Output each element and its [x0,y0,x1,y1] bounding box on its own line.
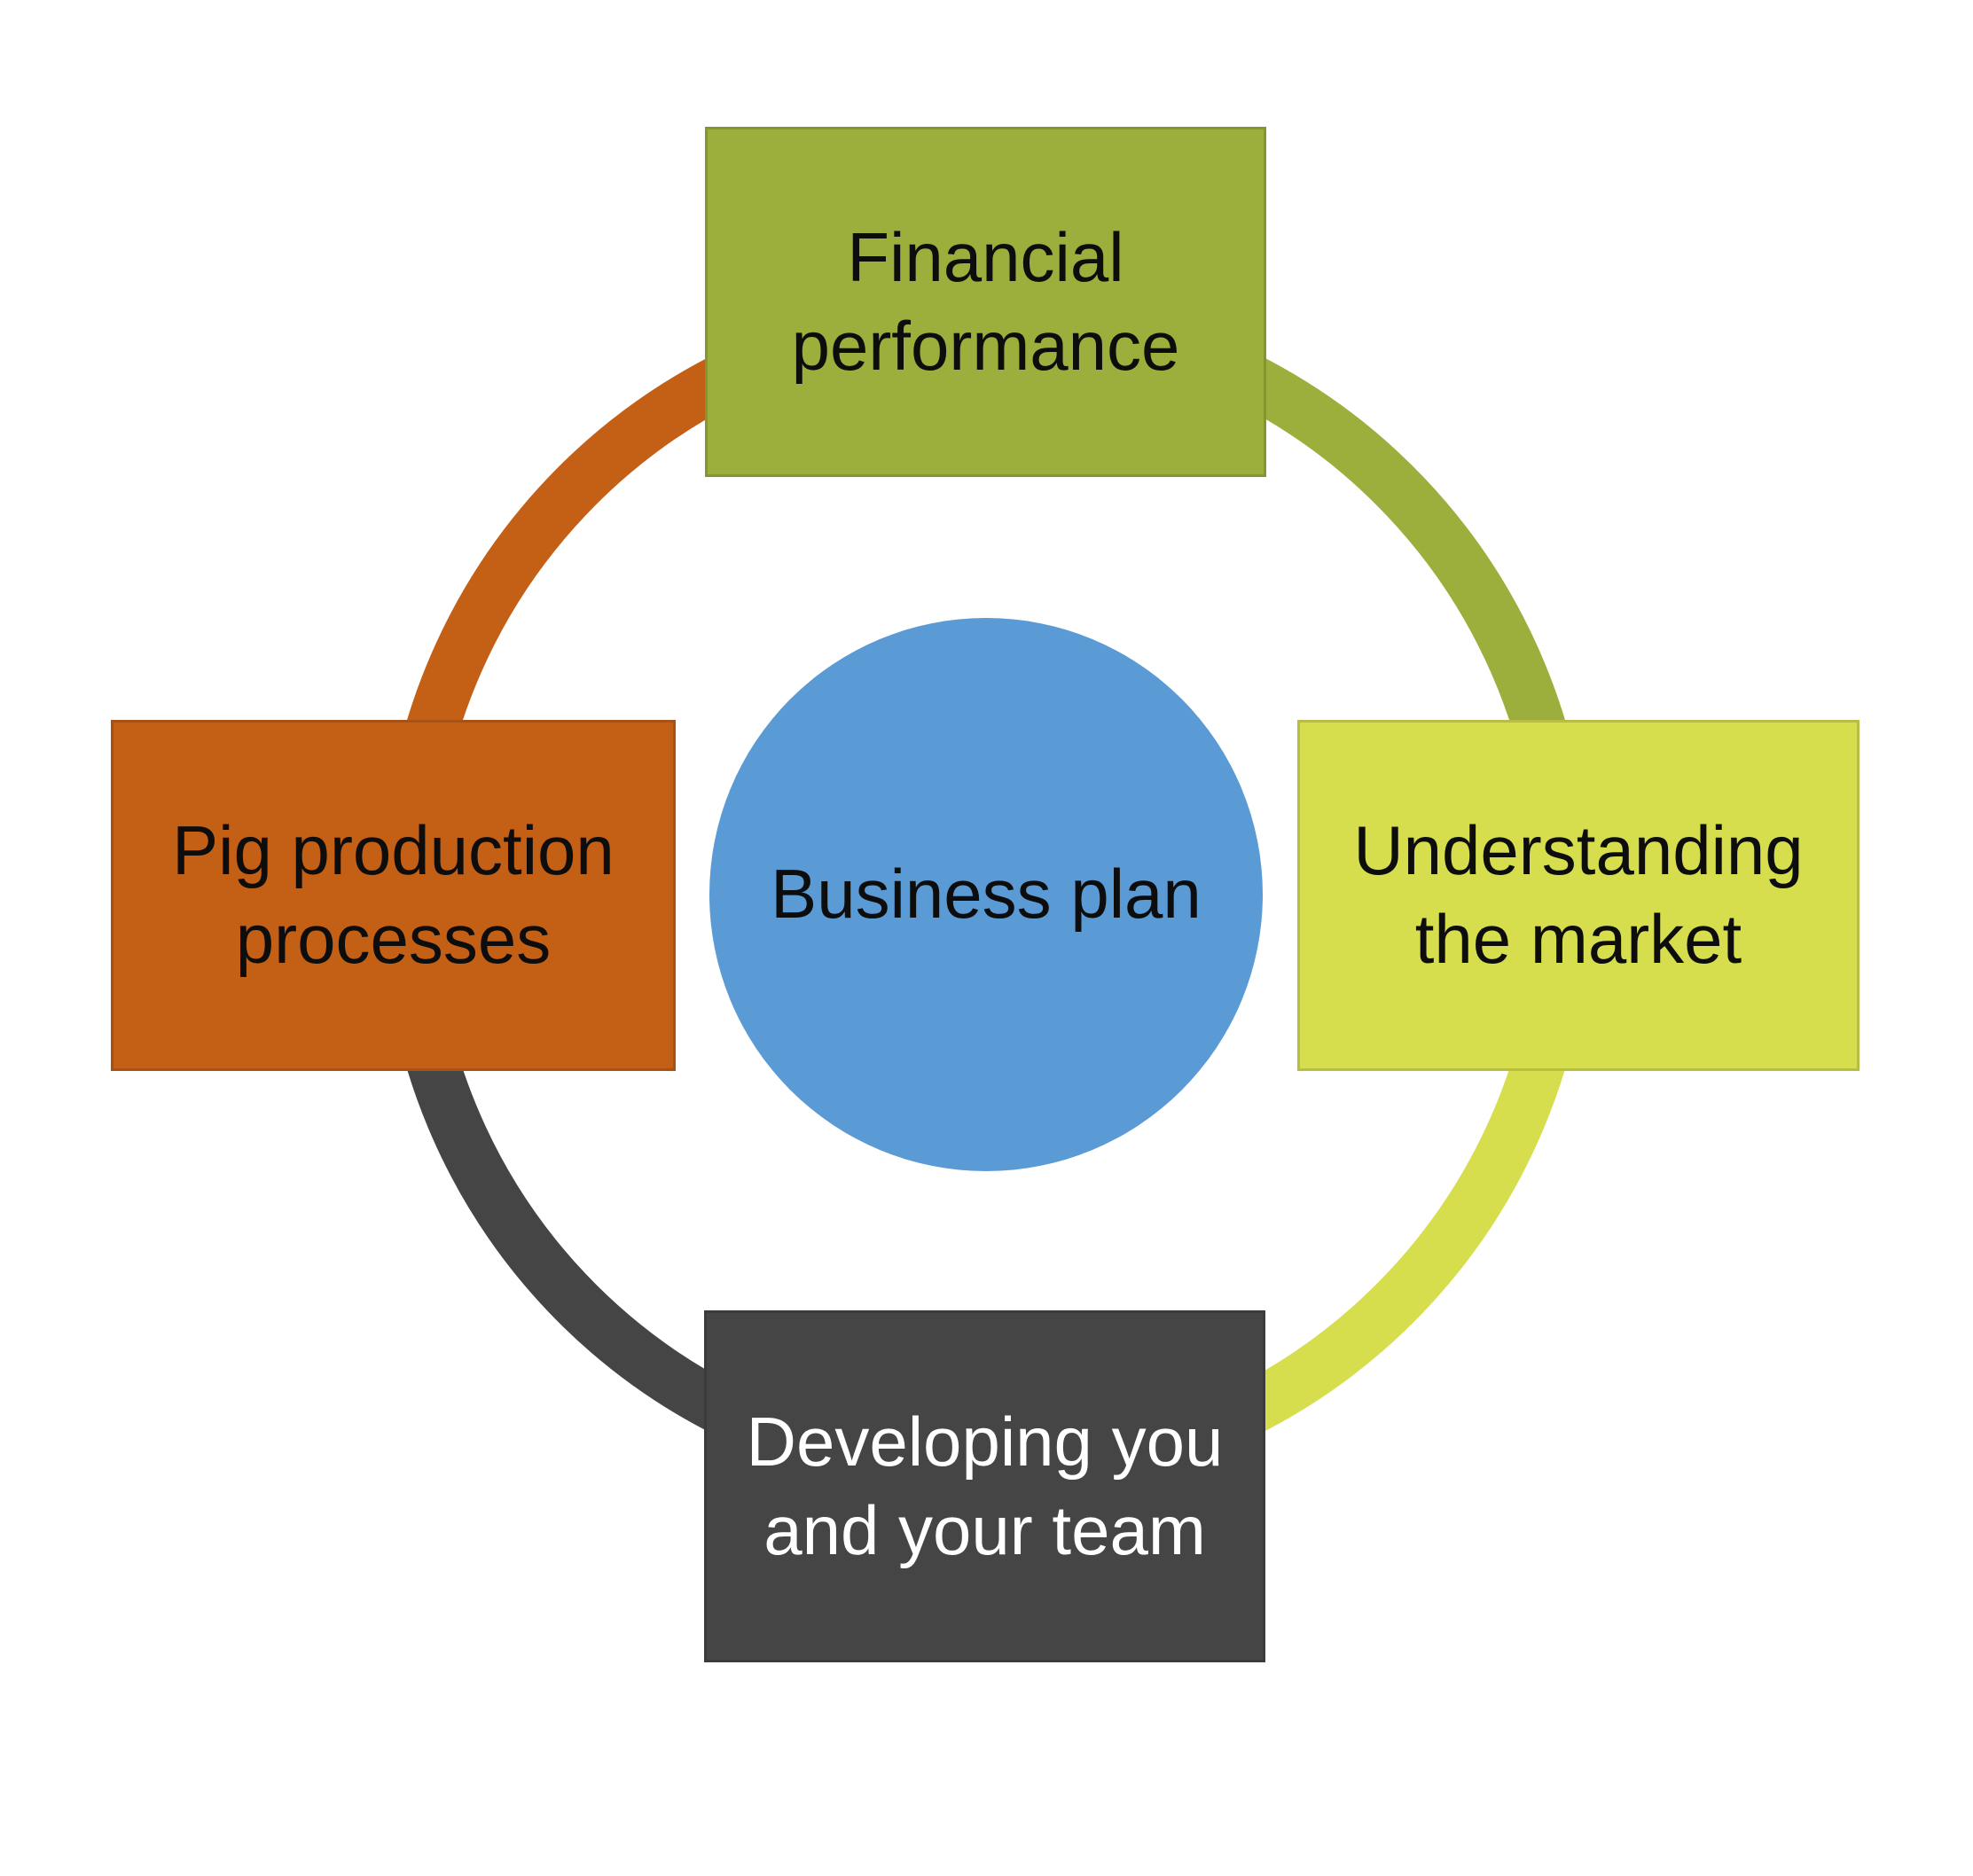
node-developing-you-and-your-team-label: Developing you and your team [746,1402,1224,1569]
node-pig-production-processes: Pig production processes [111,720,676,1071]
node-understanding-the-market-label: Understanding the market [1353,811,1804,978]
center-node-business-plan: Business plan [709,618,1263,1171]
center-node-business-plan-label: Business plan [771,855,1202,934]
node-financial-performance: Financial performance [705,127,1266,477]
node-developing-you-and-your-team: Developing you and your team [704,1310,1265,1662]
node-understanding-the-market: Understanding the market [1297,720,1859,1071]
node-financial-performance-label: Financial performance [791,217,1180,385]
node-pig-production-processes-label: Pig production processes [172,811,615,978]
